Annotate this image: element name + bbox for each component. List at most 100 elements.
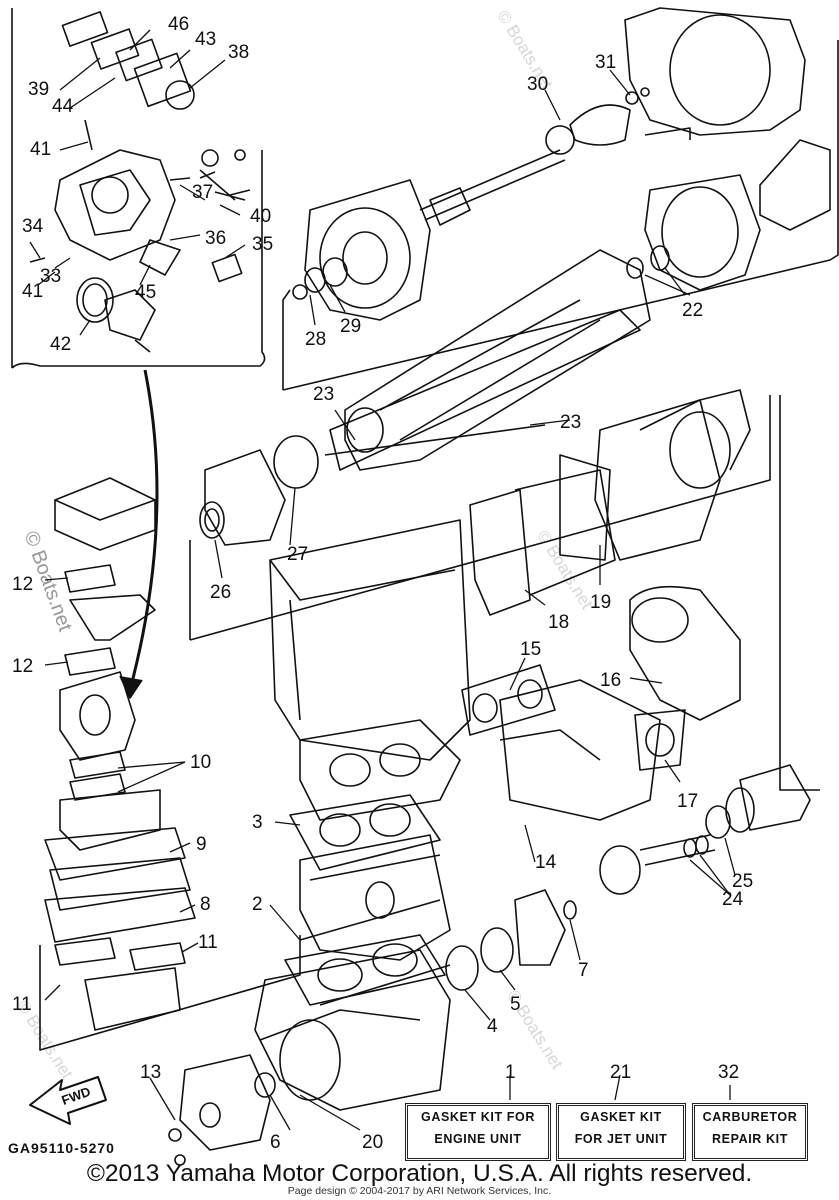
leader-lines	[29, 29, 736, 1131]
callout-5: 5	[510, 994, 521, 1015]
callout-8: 8	[200, 894, 211, 915]
callout-43: 43	[195, 29, 216, 50]
callout-19: 19	[590, 592, 611, 613]
callout-4: 4	[487, 1016, 498, 1037]
gasket-kit-engine-box: GASKET KIT FOR ENGINE UNIT	[405, 1103, 551, 1161]
gasket-9	[44, 827, 186, 881]
callout-2: 2	[252, 894, 263, 915]
page-design-credit[interactable]: Page design © 2004-2017 by ARI Network S…	[287, 1185, 552, 1197]
callout-23a: 23	[313, 384, 334, 405]
callout-16: 16	[600, 670, 621, 691]
gasket-12b	[64, 647, 116, 676]
callout-31: 31	[595, 52, 616, 73]
callout-29: 29	[340, 316, 361, 337]
callout-28: 28	[305, 329, 326, 350]
callout-42: 42	[50, 334, 71, 355]
fwd-label: FWD	[60, 1084, 93, 1108]
o-ring-7	[563, 900, 577, 920]
callout-18: 18	[548, 612, 569, 633]
callout-32: 32	[718, 1062, 739, 1083]
callout-11b: 11	[12, 994, 32, 1015]
copyright-notice: ©2013 Yamaha Motor Corporation, U.S.A. A…	[86, 1160, 753, 1187]
drive-shaft-assembly	[599, 764, 811, 895]
callout-23b: 23	[560, 412, 581, 433]
coupling	[514, 889, 566, 966]
assembly-arrow	[128, 369, 159, 691]
intake-manifold	[59, 789, 161, 851]
callout-6: 6	[270, 1132, 281, 1153]
exhaust-pipe	[269, 519, 471, 761]
exhaust-elbow	[629, 585, 741, 721]
jet-nozzle-assembly	[419, 7, 831, 231]
exhaust-chamber	[469, 389, 751, 616]
callout-34: 34	[22, 216, 44, 237]
part-drawings: FWD	[11, 7, 839, 1166]
base-gasket-2	[284, 934, 446, 1006]
seal-5	[480, 927, 514, 973]
gasket-12a	[64, 564, 116, 593]
callout-10: 10	[190, 752, 211, 773]
callout-45: 45	[135, 282, 156, 303]
callout-26: 26	[210, 582, 231, 603]
callout-22: 22	[682, 300, 703, 321]
gasket-kit-engine-line1: GASKET KIT FOR	[421, 1110, 535, 1124]
callout-44: 44	[52, 96, 74, 117]
gasket-11a	[54, 937, 116, 966]
callout-37: 37	[192, 182, 213, 203]
callout-24: 24	[722, 889, 744, 910]
carburetor-parts	[29, 11, 251, 353]
intake-duct	[324, 249, 651, 471]
engine-frame	[39, 935, 301, 1051]
jet-unit-frame-3	[779, 395, 820, 791]
callout-11a: 11	[198, 932, 218, 953]
carburetor-kit-line2: REPAIR KIT	[712, 1132, 788, 1146]
callout-17: 17	[677, 791, 698, 812]
gasket-kit-jet-line2: FOR JET UNIT	[574, 1132, 668, 1146]
callout-7: 7	[578, 960, 589, 981]
carburetor-body	[59, 671, 136, 761]
pump-housing	[292, 174, 761, 321]
callout-25: 25	[732, 871, 753, 892]
callout-12b: 12	[12, 656, 33, 677]
gasket-kit-engine-line2: ENGINE UNIT	[434, 1132, 522, 1146]
intake-silencer	[54, 477, 156, 551]
callout-21: 21	[610, 1062, 631, 1083]
gasket-10b	[69, 773, 126, 801]
gasket-10a	[69, 751, 126, 779]
gasket-17	[634, 709, 686, 771]
gasket-8	[44, 887, 196, 943]
jet-unit-frame-2	[189, 395, 771, 641]
oil-seal-6	[254, 1072, 276, 1098]
flame-arrester	[69, 594, 156, 641]
gasket-kit-jet-box: GASKET KIT FOR JET UNIT	[556, 1103, 686, 1161]
reed-plate	[49, 857, 191, 911]
callout-33: 33	[40, 266, 61, 287]
carburetor-kit-line1: CARBURETOR	[702, 1110, 798, 1124]
head-gasket-3	[289, 794, 441, 871]
callout-20: 20	[362, 1132, 383, 1153]
callout-36: 36	[205, 228, 226, 249]
reed-valves	[84, 967, 181, 1031]
callout-3: 3	[252, 812, 263, 833]
diagram-code: GA95110-5270	[8, 1140, 115, 1156]
bearing-housing-26	[199, 449, 286, 546]
callout-41a: 41	[30, 139, 51, 160]
cylinder-head	[299, 719, 461, 821]
gasket-kit-jet-line1: GASKET KIT	[580, 1110, 662, 1124]
seal-4	[445, 945, 479, 991]
callout-39: 39	[28, 79, 49, 100]
carburetor-inset-frame	[11, 8, 266, 369]
callout-30: 30	[527, 74, 548, 95]
callout-1: 1	[505, 1062, 516, 1083]
callout-35: 35	[252, 234, 273, 255]
gasket-11b	[129, 942, 186, 971]
callout-13: 13	[140, 1062, 161, 1083]
callout-12a: 12	[12, 574, 33, 595]
callout-38: 38	[228, 42, 249, 63]
crankcase	[254, 949, 451, 1111]
callout-46: 46	[168, 14, 189, 35]
callout-27: 27	[287, 544, 308, 565]
callout-9: 9	[196, 834, 207, 855]
